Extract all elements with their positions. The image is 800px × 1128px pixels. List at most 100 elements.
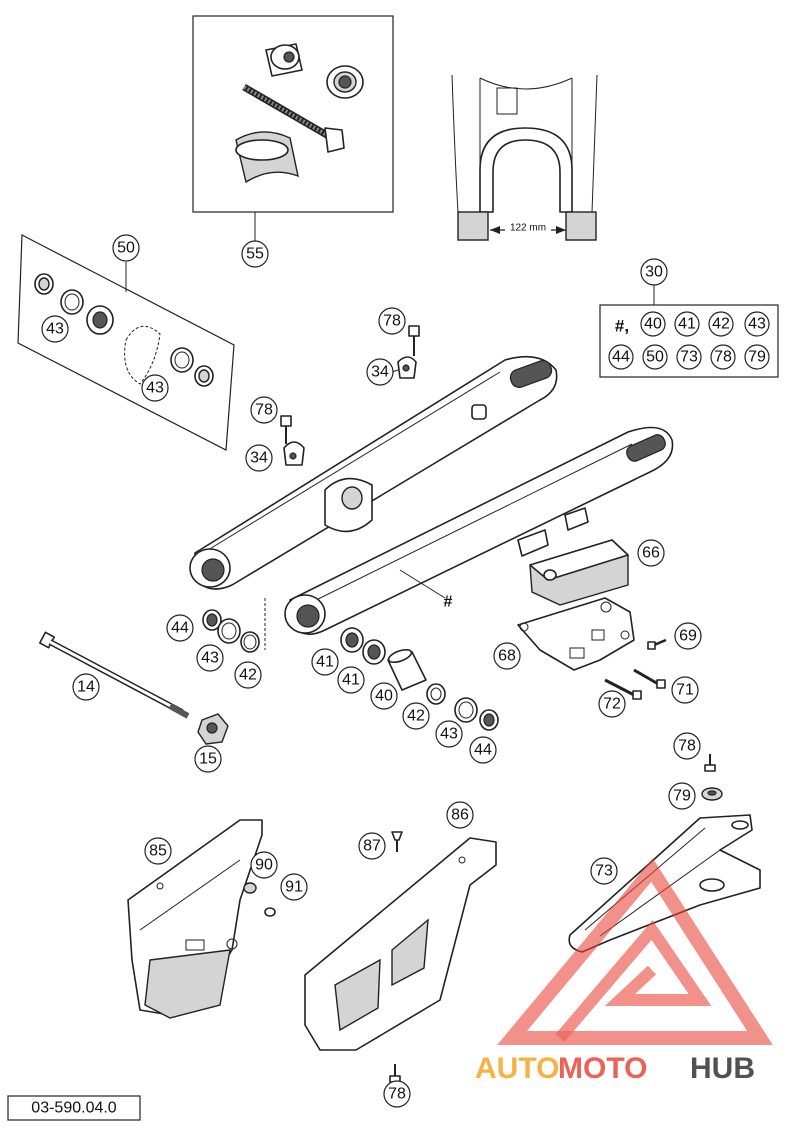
svg-text:41: 41 — [342, 672, 360, 689]
svg-text:30: 30 — [645, 264, 663, 281]
callout-87: 87 — [358, 832, 386, 860]
kit-50-panel — [17, 234, 235, 451]
screws-69-71-72 — [604, 638, 667, 700]
svg-text:72: 72 — [603, 696, 621, 713]
callout-91: 91 — [280, 873, 308, 901]
svg-text:71: 71 — [676, 682, 694, 699]
svg-text:34: 34 — [250, 450, 268, 467]
callout-55: 55 — [241, 240, 269, 268]
svg-text:86: 86 — [451, 807, 469, 824]
kit-55-box — [192, 15, 394, 242]
svg-text:43: 43 — [46, 321, 64, 338]
chain-guide-68 — [517, 597, 635, 671]
svg-text:14: 14 — [77, 679, 95, 696]
callout-90: 90 — [250, 851, 278, 879]
callout-79: 79 — [668, 782, 696, 810]
callout-68: 68 — [493, 642, 521, 670]
svg-text:79: 79 — [748, 349, 766, 366]
callout-43-right: 43 — [435, 720, 463, 748]
svg-text:43: 43 — [748, 316, 766, 333]
chain-guide-66 — [529, 539, 629, 606]
callout-41-a: 41 — [311, 648, 339, 676]
svg-text:42: 42 — [407, 708, 425, 725]
callout-15: 15 — [194, 745, 222, 773]
callout-86: 86 — [446, 801, 474, 829]
callout-30: 30 — [640, 258, 668, 286]
svg-text:73: 73 — [680, 349, 698, 366]
svg-text:78: 78 — [678, 738, 696, 755]
diagram-code-label: 03-590.04.0 — [7, 1095, 141, 1121]
svg-text:78: 78 — [714, 349, 732, 366]
callout-50: 50 — [112, 234, 140, 262]
svg-text:66: 66 — [642, 545, 660, 562]
callout-71: 71 — [671, 676, 699, 704]
screw-washer-right — [701, 754, 723, 801]
svg-text:44: 44 — [474, 742, 492, 759]
pivot-axle — [38, 631, 229, 745]
svg-text:41: 41 — [678, 316, 696, 333]
svg-text:41: 41 — [316, 654, 334, 671]
svg-text:40: 40 — [375, 688, 393, 705]
svg-text:68: 68 — [498, 648, 516, 665]
svg-text:73: 73 — [595, 863, 613, 880]
screw-bottom — [389, 1064, 401, 1083]
svg-text:79: 79 — [673, 788, 691, 805]
callout-73: 73 — [590, 857, 618, 885]
svg-text:34: 34 — [371, 364, 389, 381]
callout-69: 69 — [674, 622, 702, 650]
svg-text:50: 50 — [646, 349, 664, 366]
right-pivot-bearings — [340, 627, 499, 731]
svg-text:03-590.04.0: 03-590.04.0 — [31, 1100, 117, 1117]
callout-43-kit-b: 43 — [141, 374, 169, 402]
callout-72: 72 — [598, 690, 626, 718]
callout-42-left: 42 — [234, 661, 262, 689]
left-pivot-bearings — [202, 598, 266, 653]
callout-43-left: 43 — [196, 644, 224, 672]
callout-34-lower: 34 — [245, 444, 273, 472]
svg-text:HUB: HUB — [690, 1052, 755, 1085]
clamp-lower — [280, 415, 305, 466]
dimension-label: 122 mm — [510, 223, 546, 234]
callout-34-upper: 34 — [366, 358, 394, 386]
callout-41-b: 41 — [337, 666, 365, 694]
set-marker: #, — [615, 317, 629, 336]
svg-text:40: 40 — [644, 316, 662, 333]
svg-text:44: 44 — [171, 620, 189, 637]
chain-guard-86 — [304, 831, 497, 1051]
svg-text:78: 78 — [388, 1086, 406, 1103]
callout-78-lower: 78 — [250, 396, 278, 424]
callout-14: 14 — [72, 673, 100, 701]
svg-text:42: 42 — [712, 316, 730, 333]
callout-40: 40 — [370, 682, 398, 710]
swingarm-marker: # — [444, 594, 453, 611]
svg-text:43: 43 — [146, 380, 164, 397]
callout-42-right: 42 — [402, 702, 430, 730]
frame-clearance-detail: 122 mm — [451, 74, 598, 241]
svg-text:85: 85 — [149, 843, 167, 860]
callout-44-right: 44 — [469, 736, 497, 764]
clamp-upper — [391, 325, 420, 379]
svg-text:42: 42 — [239, 667, 257, 684]
svg-text:55: 55 — [246, 246, 264, 263]
svg-text:43: 43 — [440, 726, 458, 743]
svg-text:AUTO: AUTO — [475, 1052, 559, 1085]
callout-44-left: 44 — [166, 614, 194, 642]
callout-78-upper: 78 — [378, 307, 406, 335]
svg-text:78: 78 — [383, 313, 401, 330]
svg-text:50: 50 — [117, 240, 135, 257]
chain-guard-85 — [127, 819, 276, 1019]
swingarm: # — [189, 355, 674, 635]
svg-text:MOTO: MOTO — [558, 1052, 647, 1085]
svg-text:78: 78 — [255, 402, 273, 419]
callout-78-bottom: 78 — [383, 1080, 411, 1108]
callout-85: 85 — [144, 837, 172, 865]
callout-78-right: 78 — [673, 732, 701, 760]
set-30-contents-box: #, 40 41 42 43 44 50 73 78 79 — [599, 304, 779, 378]
callout-43-kit-a: 43 — [41, 315, 69, 343]
svg-text:15: 15 — [199, 751, 217, 768]
svg-text:69: 69 — [679, 628, 697, 645]
svg-text:43: 43 — [201, 650, 219, 667]
watermark-logo: AUTO MOTO HUB — [475, 858, 773, 1085]
